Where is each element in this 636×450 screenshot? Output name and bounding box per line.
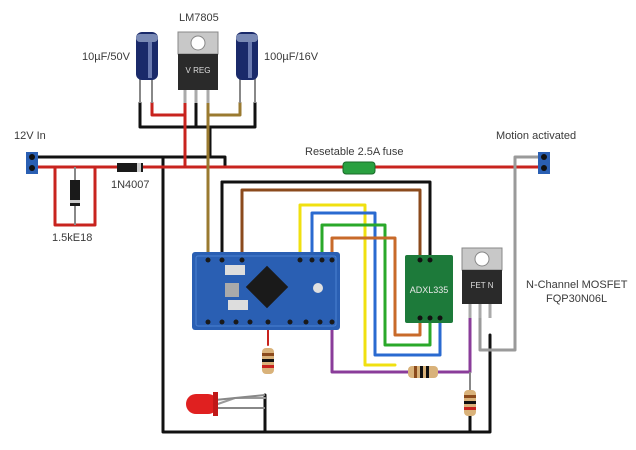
wire-ground-accel [220,180,432,260]
regulator-chip-mark: V REG [186,66,211,75]
accelerometer-chip-mark: ADXL335 [410,285,449,295]
wire-blue [310,211,442,357]
motion-label: Motion activated [496,130,577,142]
wire-brown [240,188,422,260]
arduino-top-pins [205,257,335,263]
arduino-bottom-pins [205,319,335,325]
input-label: 12V In [14,130,46,142]
mosfet-label-line1: N-Channel MOSFET [526,279,628,291]
resistor-gate [408,366,438,378]
cap-left-label: 10µF/50V [82,51,130,63]
wire-5v-reg [206,101,242,117]
fuse [342,161,376,175]
tvs-diode [70,167,80,225]
wire-gray-motion [478,155,542,352]
mosfet-fqp30n06l: FET N [461,247,503,318]
tvs-label: 1.5kE18 [52,232,93,244]
arduino-pro-mini [192,252,340,330]
mosfet-label-line2: FQP30N06L [546,293,608,305]
capacitor-10uf [136,32,158,103]
diode-1n4007 [117,163,143,172]
wire-12v-cap [150,101,187,117]
regulator-label: LM7805 [179,12,219,24]
resistor-pulldown [464,372,476,416]
fuse-label: Resetable 2.5A fuse [305,146,404,158]
mosfet-chip-mark: FET N [471,281,494,290]
diode-label: 1N4007 [111,179,150,191]
cap-right-label: 100µF/16V [264,51,319,63]
capacitor-100uf [236,32,258,103]
resistor-led [262,348,274,374]
adxl335-breakout: ADXL335 [405,255,453,323]
wire-green [320,223,432,347]
wire-ground-main [33,155,227,169]
led-red [186,392,266,416]
regulator-lm7805: V REG [177,31,219,103]
wire-yellow [298,203,397,367]
wire-purple [330,316,472,374]
wire-orange [330,236,422,337]
terminal-12v-in [26,152,38,174]
wire-ground-left [161,155,492,434]
wire-12v-in [33,165,97,227]
terminal-motion [538,152,550,174]
